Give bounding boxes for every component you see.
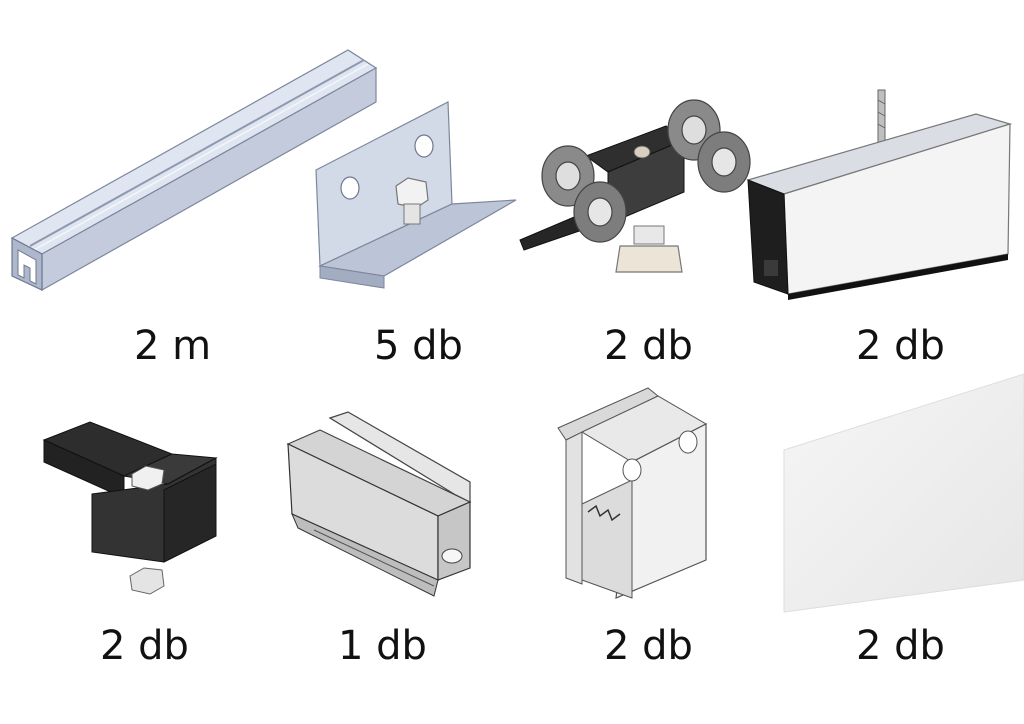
glass-panel-image <box>780 372 1024 614</box>
glass-clamp-connector-image <box>744 84 1020 302</box>
wall-mounting-bracket-quantity: 5 db <box>374 323 463 369</box>
floor-guide-quantity: 1 db <box>338 623 427 669</box>
glass-panel-quantity: 2 db <box>856 623 945 669</box>
aluminium-rail-image <box>8 40 380 300</box>
floor-guide-image <box>284 410 480 604</box>
glass-clamp-image <box>552 384 718 606</box>
aluminium-rail-quantity: 2 m <box>134 323 212 369</box>
wall-mounting-bracket-image <box>312 96 522 292</box>
glass-clamp-quantity: 2 db <box>604 623 693 669</box>
end-stop-quantity: 2 db <box>100 623 189 669</box>
roller-carriage-image <box>516 96 756 290</box>
end-stop-image <box>40 418 256 598</box>
glass-clamp-connector-quantity: 2 db <box>856 323 945 369</box>
roller-carriage-quantity: 2 db <box>604 323 693 369</box>
